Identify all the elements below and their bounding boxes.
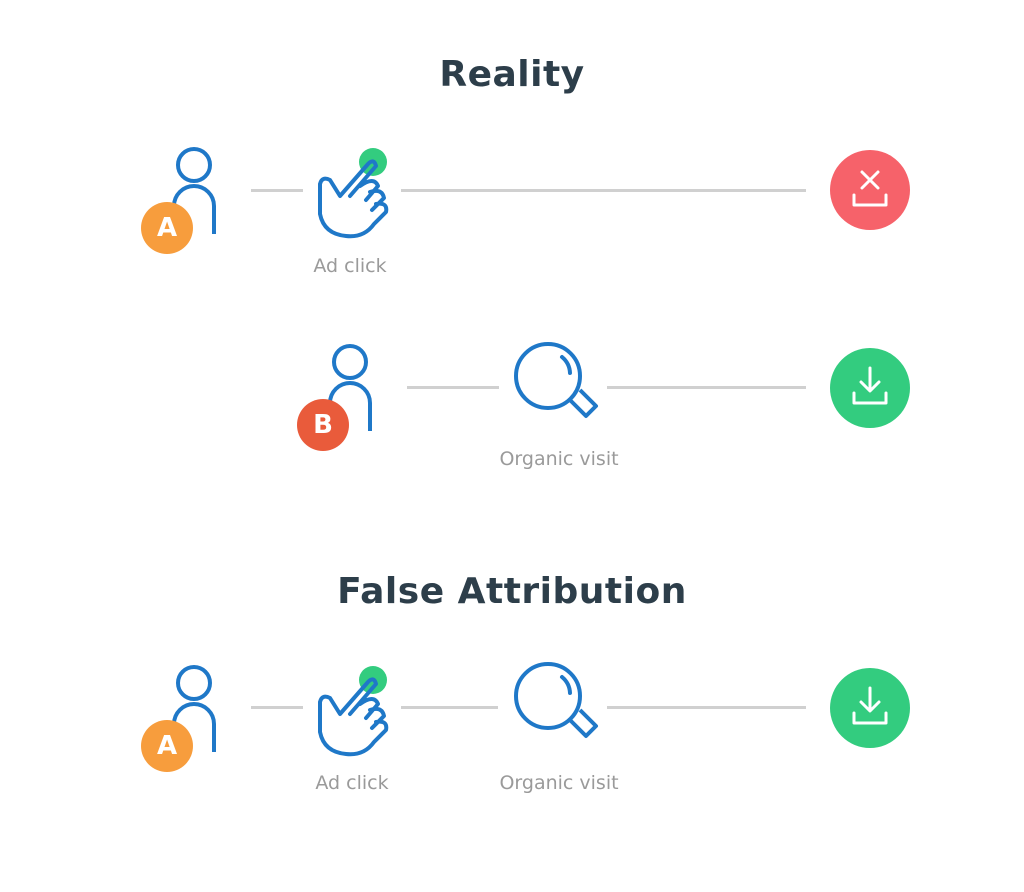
- step-label-organic-visit: Organic visit: [499, 448, 619, 470]
- connector-line: [251, 189, 303, 192]
- section-title-reality: Reality: [439, 54, 585, 95]
- user-icon: [172, 147, 216, 234]
- connector-line: [407, 386, 499, 389]
- download-icon: [830, 668, 910, 748]
- connector-line: [251, 706, 303, 709]
- user-icon: [172, 665, 216, 752]
- connector-line: [607, 706, 806, 709]
- download-icon: [830, 348, 910, 428]
- user-badge-a: A: [141, 720, 193, 772]
- user-badge-a: A: [141, 202, 193, 254]
- download-cancelled-icon: [830, 150, 910, 230]
- connector-line: [607, 386, 806, 389]
- step-label-ad-click: Ad click: [315, 772, 389, 794]
- pointing-hand-icon: [318, 666, 389, 757]
- user-icon: [328, 344, 372, 431]
- connector-line: [401, 706, 498, 709]
- step-label-organic-visit: Organic visit: [499, 772, 619, 794]
- magnifier-icon: [514, 342, 598, 418]
- step-label-ad-click: Ad click: [313, 255, 387, 277]
- connector-line: [401, 189, 806, 192]
- pointing-hand-icon: [318, 148, 389, 239]
- section-title-false-attribution: False Attribution: [337, 571, 687, 612]
- user-badge-b: B: [297, 399, 349, 451]
- magnifier-icon: [514, 662, 598, 738]
